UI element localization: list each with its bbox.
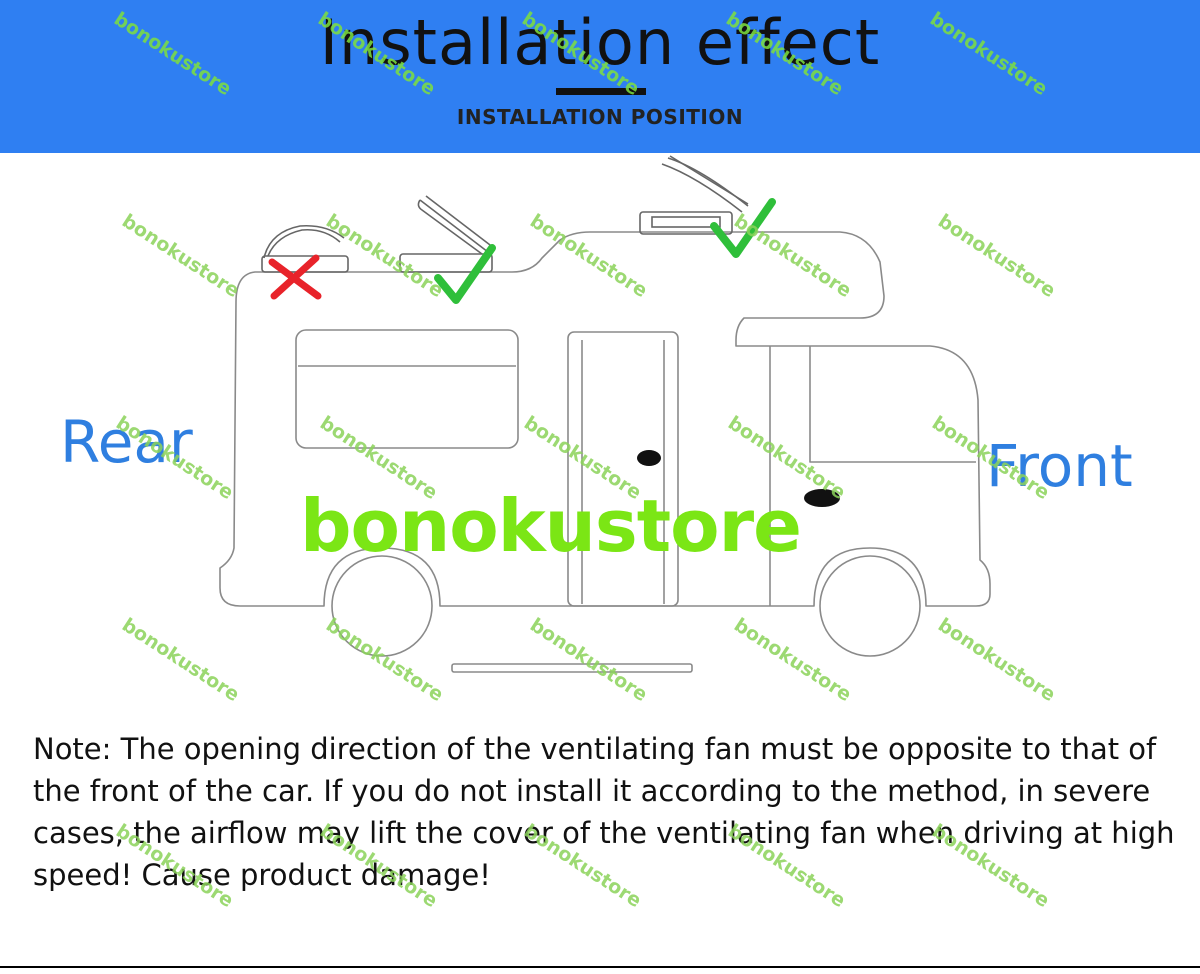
door-handle <box>637 450 661 466</box>
rv-rear-wheel <box>331 555 433 657</box>
brand-watermark: bonokustore <box>300 484 802 568</box>
rv-cab-window <box>809 346 976 463</box>
header-banner: Installation effect INSTALLATION POSITIO… <box>0 0 1200 153</box>
rv-body-outline <box>219 231 991 607</box>
roof-vent-front <box>639 155 749 235</box>
cab-door-handle <box>804 489 840 507</box>
roof-vent-rear-right <box>399 195 495 273</box>
rv-rear-window <box>295 329 519 449</box>
rv-installation-diagram <box>219 155 991 673</box>
header-subtitle: INSTALLATION POSITION <box>456 105 744 129</box>
installation-note: Note: The opening direction of the venti… <box>33 732 1175 892</box>
correct-mark-icon-1 <box>434 244 496 304</box>
title-underline <box>556 88 646 95</box>
rear-label: Rear <box>60 408 193 476</box>
front-label: Front <box>986 432 1133 500</box>
rv-entry-door <box>567 331 679 607</box>
rv-step <box>451 663 693 673</box>
wrong-mark-icon <box>268 254 322 300</box>
bottom-divider <box>0 966 1200 968</box>
correct-mark-icon-2 <box>710 198 776 258</box>
rv-front-wheel <box>819 555 921 657</box>
header-title: Installation effect <box>319 6 881 79</box>
